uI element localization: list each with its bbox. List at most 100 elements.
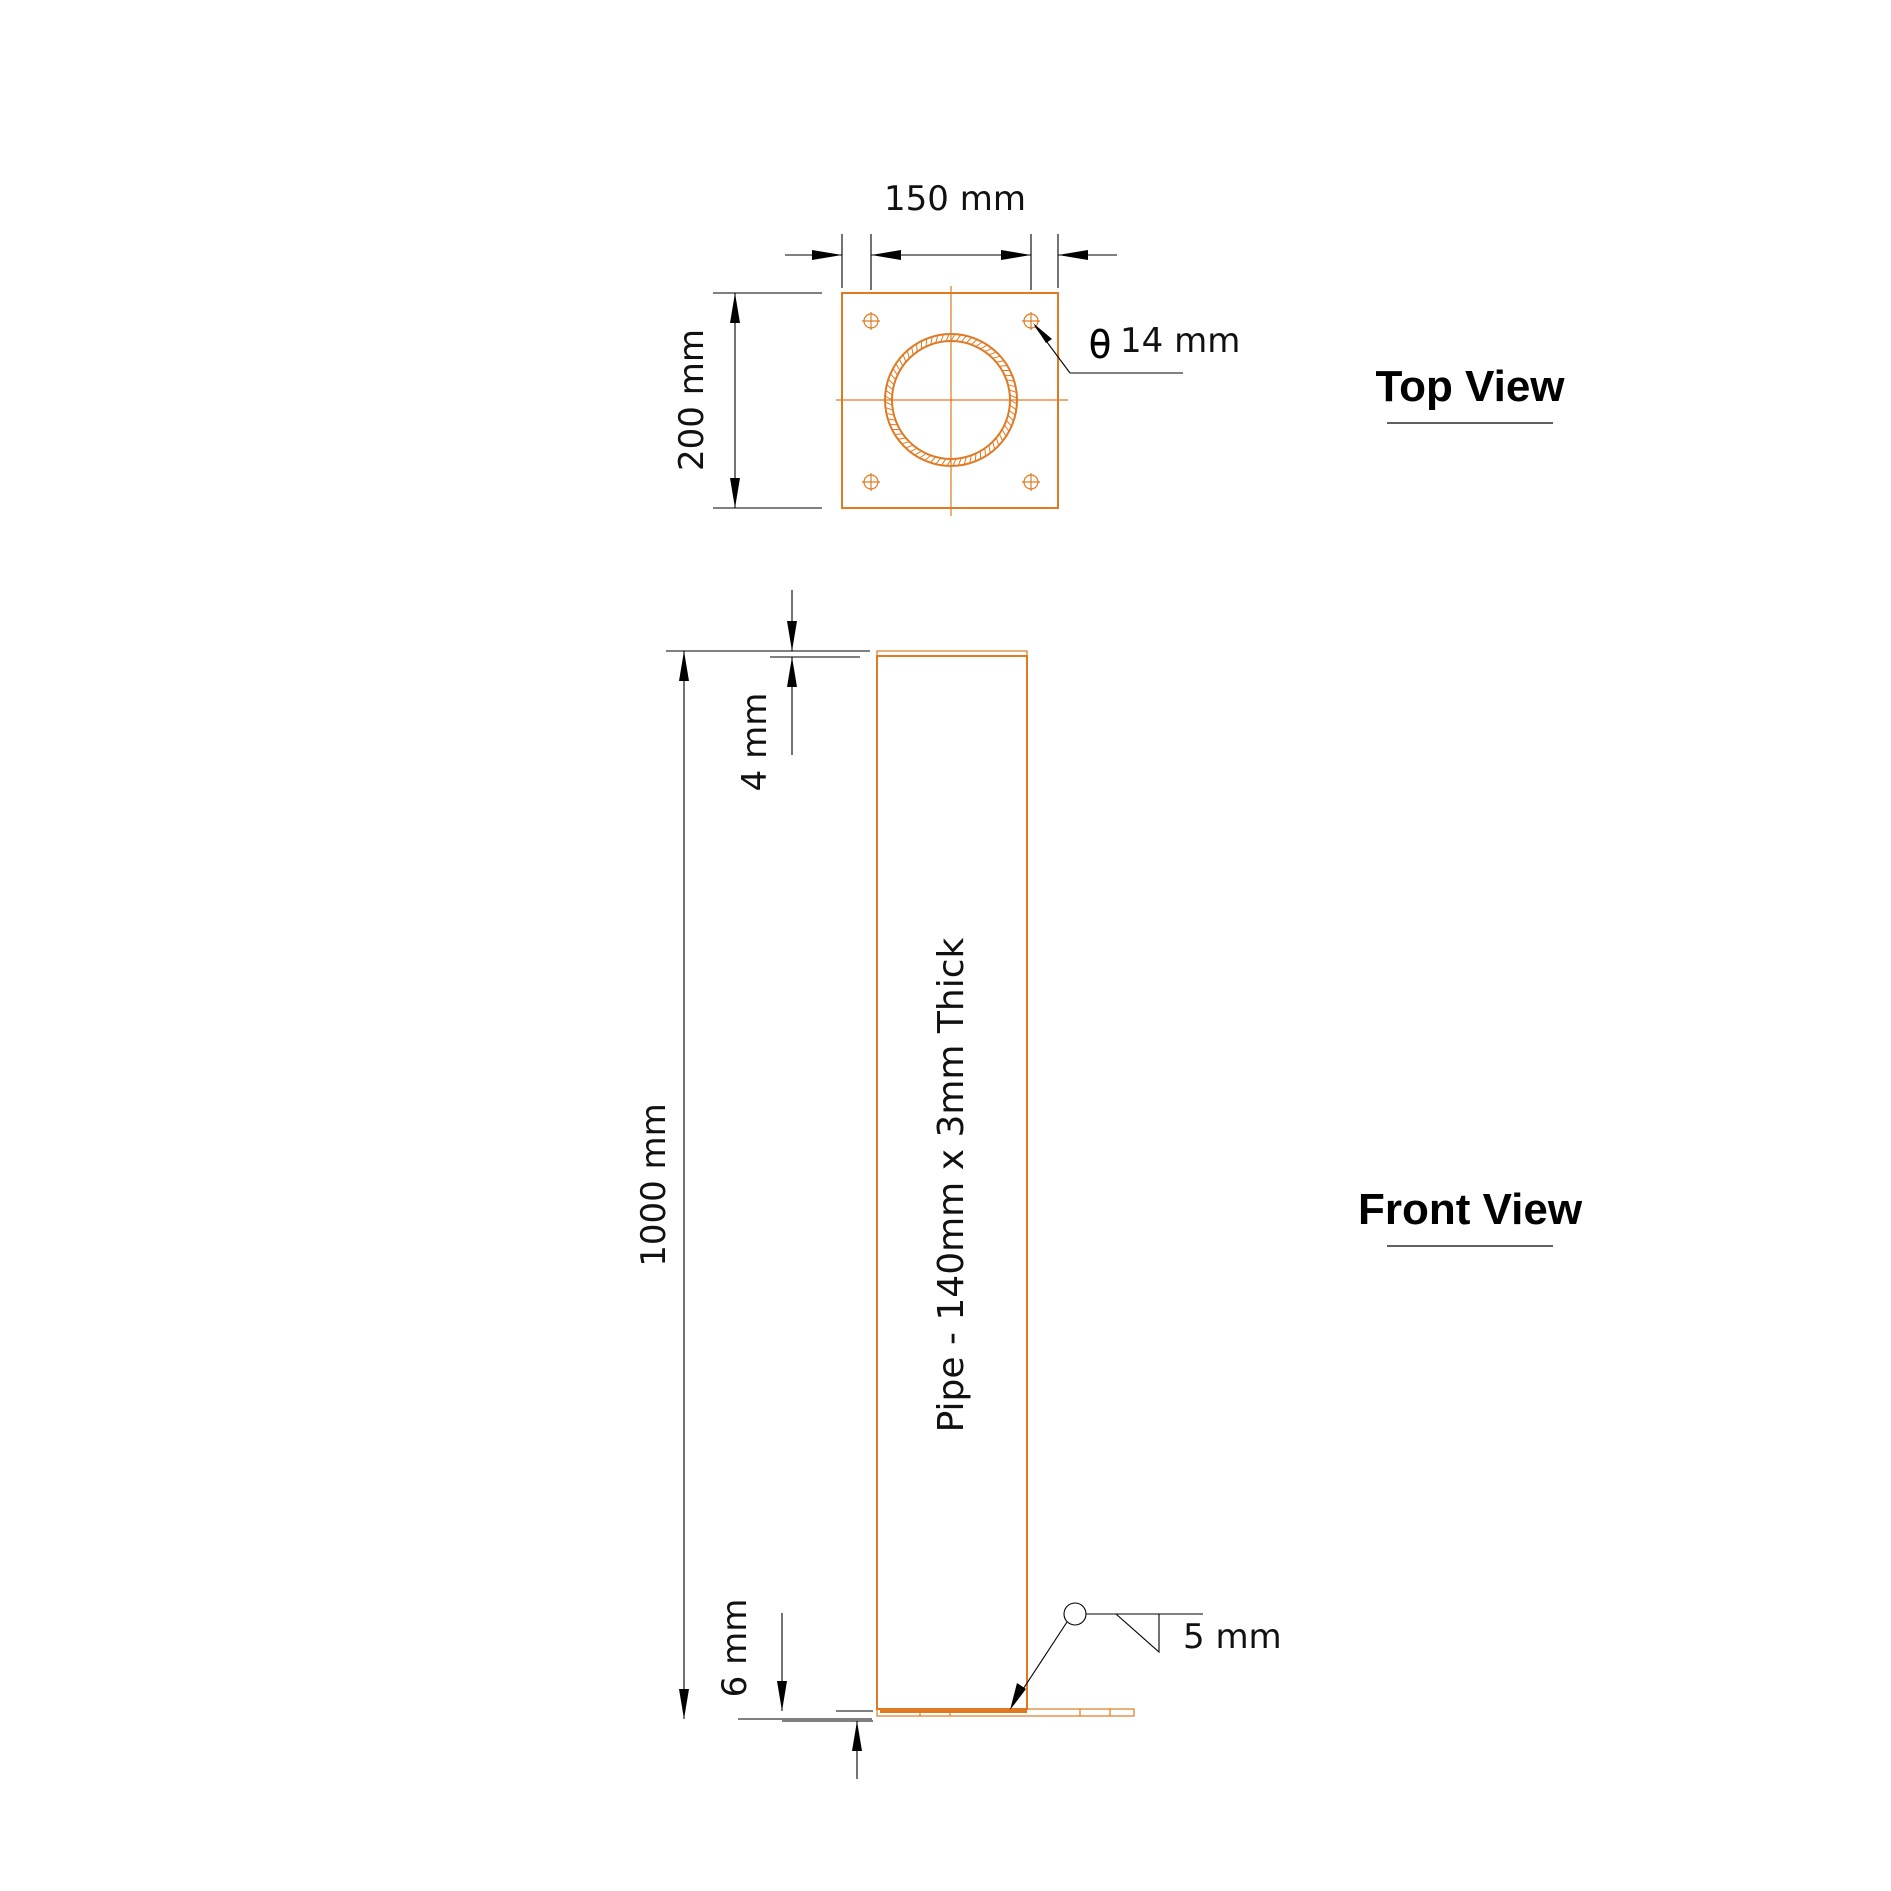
pipe-hatch-line	[940, 458, 947, 466]
pipe-hatch-line	[955, 334, 962, 342]
pipe-hatch-line	[952, 458, 957, 467]
top-view-title: Top View	[1375, 362, 1565, 411]
pipe-hatch-line	[884, 395, 893, 401]
top-view-width-dimension: 150 mm	[785, 179, 1117, 290]
pipe-hatch-line	[1006, 379, 1015, 382]
bolt-hole-bottom-right	[1022, 473, 1040, 491]
pipe-hatch-line	[975, 341, 983, 347]
top-view-pipe-section	[884, 333, 1018, 467]
pipe-hatch-line	[960, 335, 967, 343]
pipe-hatch-line	[974, 453, 977, 462]
pipe-hatch-line	[1007, 414, 1014, 422]
pipe-hatch-line	[958, 457, 962, 466]
pipe-hatch-line	[885, 389, 893, 396]
pipe-hatch-line	[885, 407, 894, 411]
pipe-hatch-line	[887, 418, 896, 421]
pipe-hatch-line	[1008, 409, 1016, 416]
pipe-hatch-line	[1006, 419, 1012, 427]
top-view-pipe-inner	[891, 340, 1011, 460]
top-view-pipe-outer	[884, 333, 1018, 467]
pipe-hatch-line	[906, 350, 910, 359]
top-view: 150 mm 200 mm θ 14 mm Top View	[672, 179, 1565, 516]
bolt-hole-bottom-left	[862, 473, 880, 491]
front-view-height-dimension: 1000 mm	[634, 650, 872, 1720]
pipe-hatch-line	[946, 458, 952, 467]
front-view-title: Front View	[1358, 1185, 1583, 1234]
fillet-weld-icon	[1115, 1613, 1160, 1654]
pipe-hatch-line	[1007, 384, 1016, 388]
pipe-hatch-line	[890, 373, 896, 381]
pipe-hatch-line	[998, 433, 1004, 442]
pipe-hatch-line	[895, 363, 901, 371]
top-view-width-label: 150 mm	[884, 179, 1026, 219]
pipe-hatch-line	[935, 457, 942, 465]
hole-diameter-callout: θ 14 mm	[1033, 321, 1240, 374]
pipe-hatch-line	[889, 423, 898, 426]
pipe-hatch-line	[992, 355, 1001, 359]
pipe-hatch-line	[1004, 374, 1013, 377]
pipe-hatch-line	[965, 337, 973, 344]
hole-diameter-symbol: θ	[1088, 322, 1112, 368]
pipe-hatch-line	[1009, 404, 1017, 411]
pipe-hatch-line	[984, 448, 986, 457]
pipe-hatch-line	[1009, 394, 1018, 399]
pipe-hatch-line	[980, 344, 988, 350]
pipe-hatch-line	[916, 343, 918, 352]
pipe-hatch-line	[1008, 389, 1017, 393]
pipe-hatch-line	[919, 453, 927, 459]
pipe-hatch-line	[894, 433, 903, 435]
pipe-hatch-line	[886, 384, 894, 391]
front-view-weld-bead	[880, 1709, 1027, 1713]
pipe-hatch-line	[925, 338, 928, 347]
pipe-hatch-line	[929, 456, 937, 463]
hole-diameter-label: 14 mm	[1120, 321, 1240, 361]
pipe-hatch-line	[888, 378, 895, 386]
weld-size-label: 5 mm	[1183, 1617, 1282, 1657]
pipe-hatch-line	[930, 336, 933, 345]
pipe-hatch-line	[995, 437, 1000, 446]
front-view-height-label: 1000 mm	[634, 1103, 674, 1267]
front-view-pipe-label: Pipe - 140mm x 3mm Thick	[931, 937, 972, 1432]
top-view-height-label: 200 mm	[672, 329, 712, 471]
pipe-hatch-line	[884, 401, 893, 406]
pipe-hatch-line	[898, 358, 904, 367]
pipe-hatch-line	[984, 347, 993, 353]
pipe-hatch-line	[892, 368, 898, 376]
pipe-hatch-line	[924, 455, 932, 461]
pipe-hatch-line	[969, 455, 972, 464]
pipe-hatch-line	[886, 412, 895, 416]
pipe-hatch-line	[897, 437, 906, 440]
pipe-hatch-line	[902, 354, 907, 363]
front-view-top-plate-label: 4 mm	[735, 693, 775, 792]
pipe-hatch-line	[914, 450, 922, 456]
pipe-hatch-line	[935, 335, 939, 344]
pipe-hatch-line	[945, 333, 950, 342]
pipe-hatch-line	[992, 441, 996, 450]
front-view: Pipe - 140mm x 3mm Thick 1000 mm 4 mm	[634, 590, 1583, 1779]
front-view-top-plate-dimension: 4 mm	[735, 590, 860, 791]
weld-all-around-circle	[1063, 1602, 1087, 1626]
weld-symbol-callout: 5 mm	[1010, 1602, 1282, 1710]
top-view-height-dimension: 200 mm	[672, 292, 822, 509]
pipe-hatch-line	[1001, 429, 1007, 437]
pipe-hatch-line	[901, 441, 910, 445]
pipe-hatch-line	[1004, 424, 1010, 432]
front-view-base-plate-label: 6 mm	[715, 1599, 755, 1698]
bolt-hole-top-right	[1022, 312, 1040, 330]
bolt-hole-top-left	[862, 312, 880, 330]
pipe-hatch-line	[911, 346, 914, 355]
pipe-hatch-line	[950, 333, 956, 342]
pipe-hatch-line	[1009, 399, 1018, 405]
pipe-hatch-line	[909, 447, 918, 453]
pipe-hatch-line	[996, 360, 1005, 363]
front-view-base-plate-holes	[919, 1709, 1111, 1716]
pipe-hatch-line	[940, 334, 944, 343]
pipe-hatch-line	[905, 444, 914, 449]
pipe-hatch-line	[988, 445, 991, 454]
front-view-base-plate-dimension: 6 mm	[715, 1599, 873, 1779]
pipe-hatch-line	[988, 351, 997, 356]
pipe-hatch-line	[963, 456, 967, 465]
pipe-hatch-line	[970, 339, 978, 345]
pipe-hatch-line	[999, 365, 1008, 367]
